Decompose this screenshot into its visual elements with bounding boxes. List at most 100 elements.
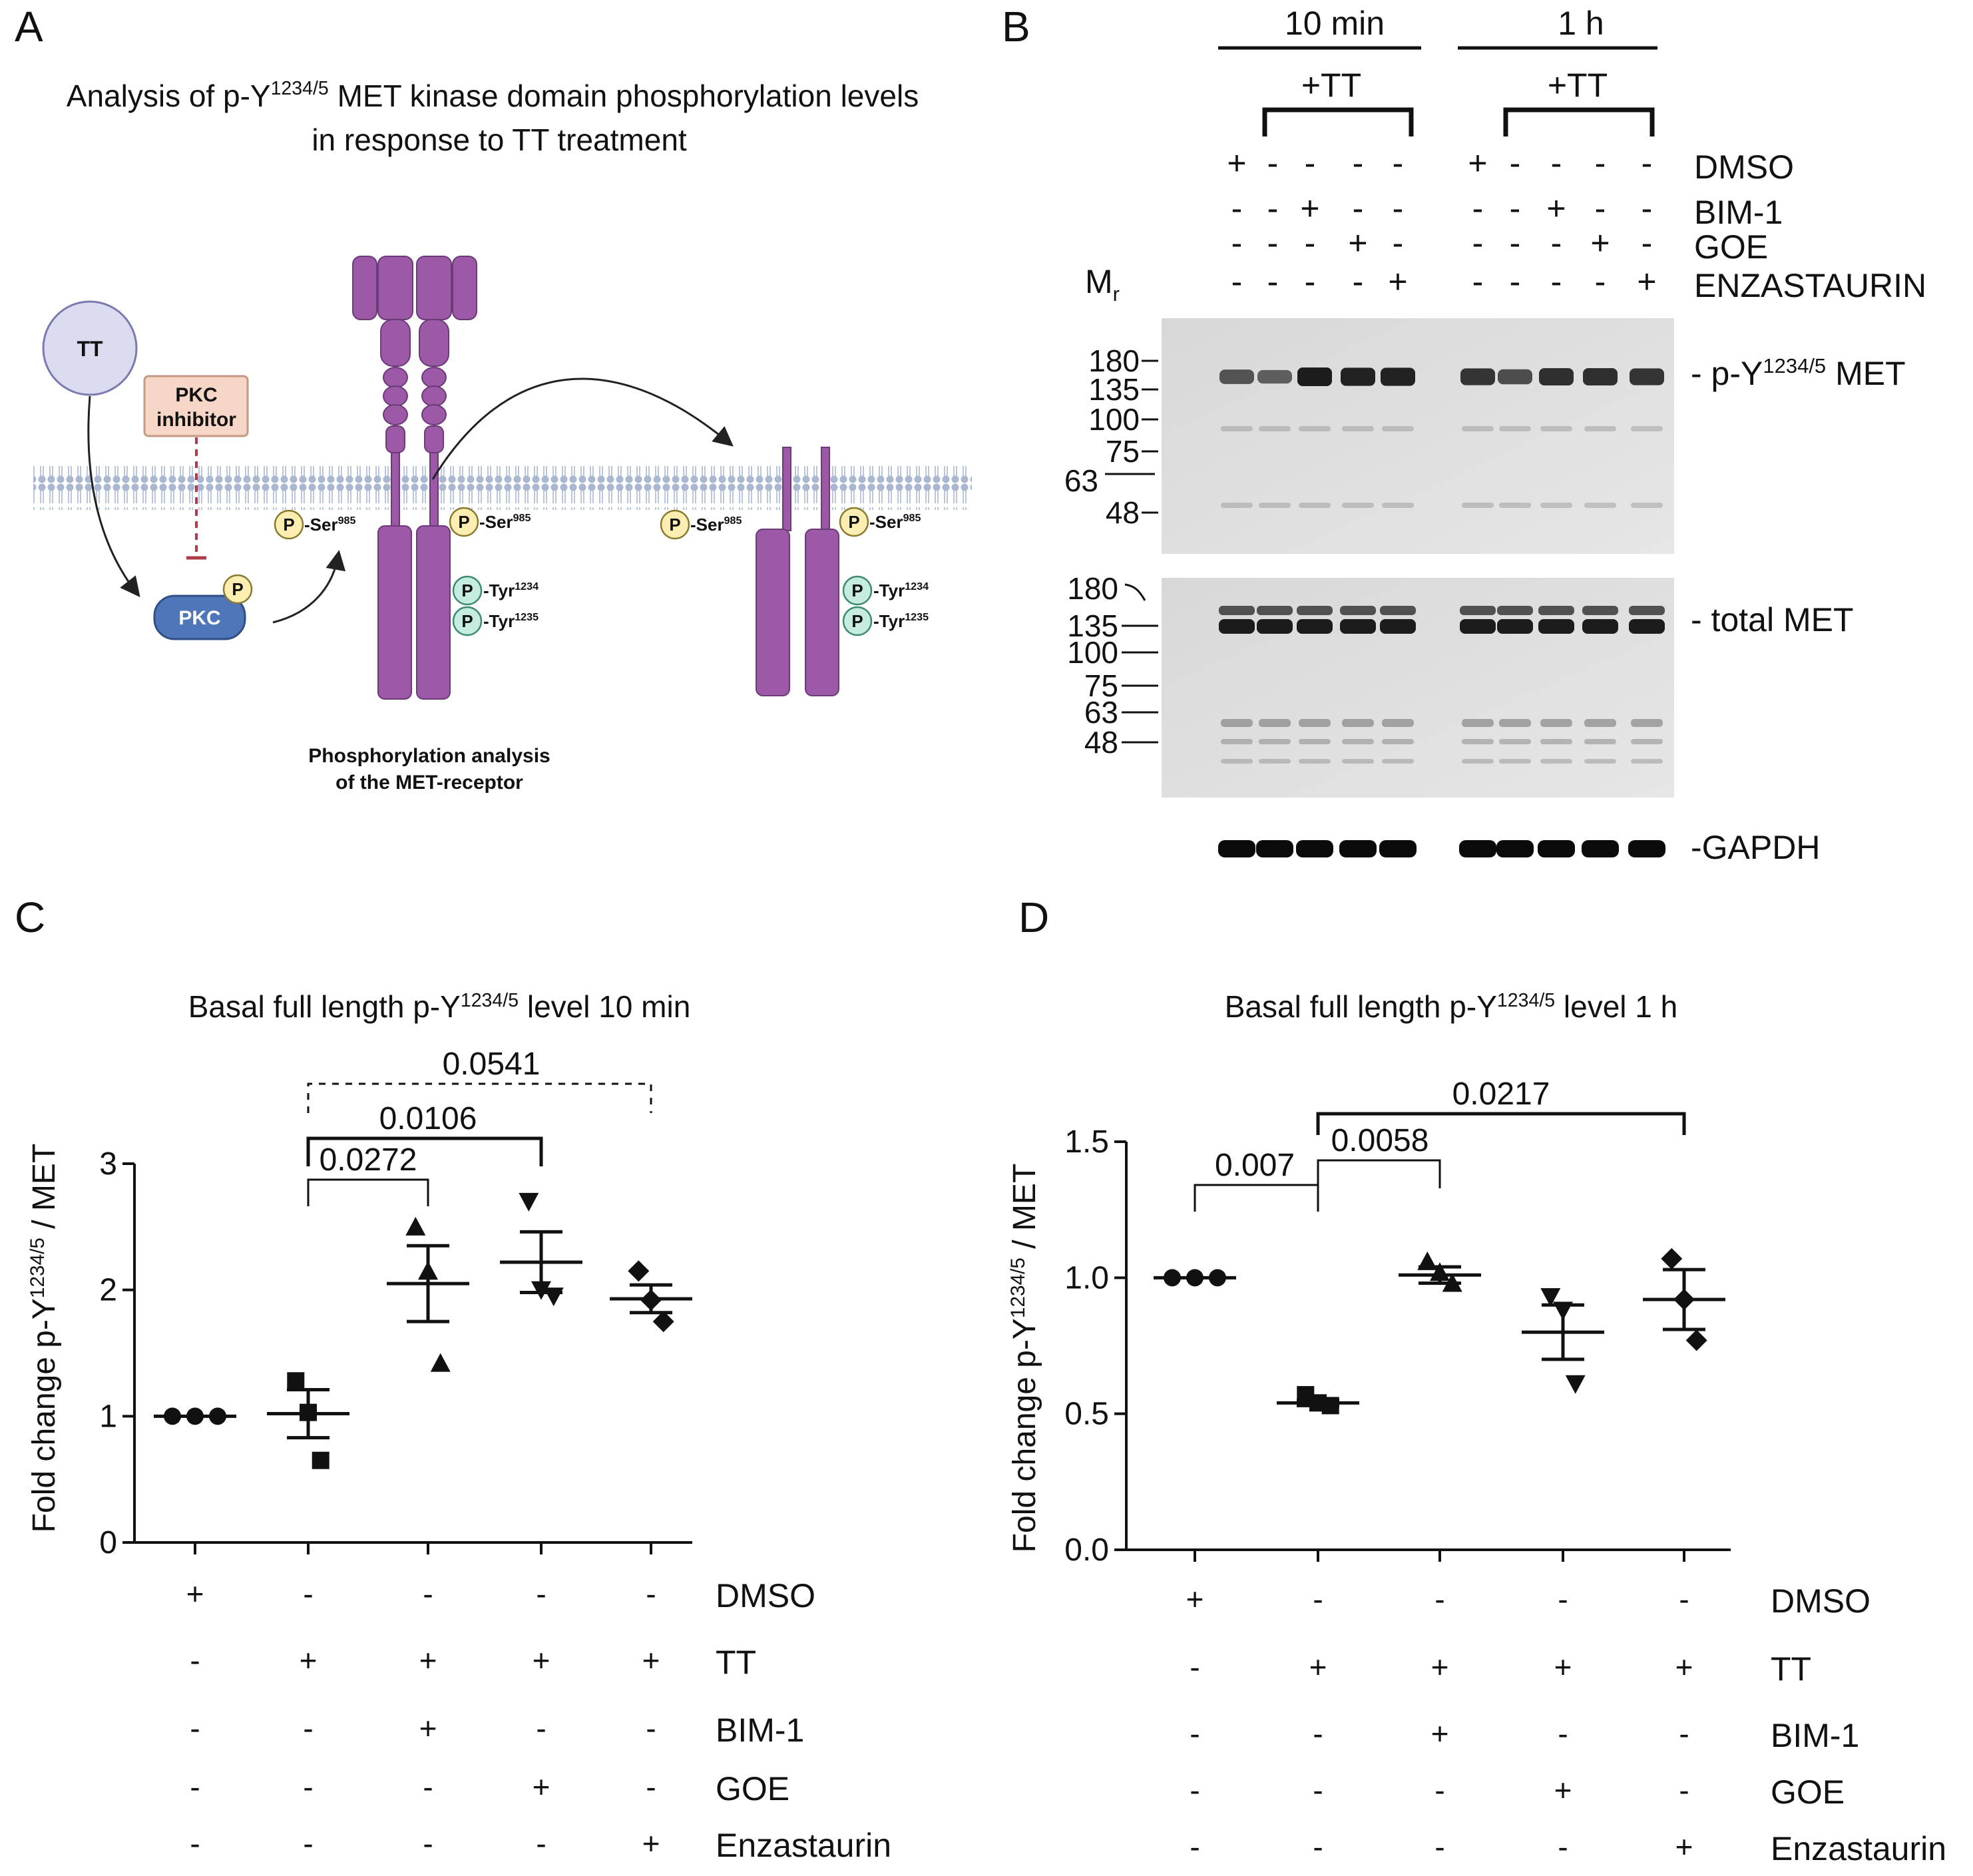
- band-gapdh: [1538, 840, 1575, 857]
- band-faint: [1540, 759, 1572, 764]
- panel-c: C Basal full length p-Y1234/5 level 10 m…: [15, 893, 891, 1864]
- band-pmet: [1219, 369, 1254, 384]
- band-faint: [1382, 426, 1414, 431]
- band-total-met: [1257, 619, 1293, 634]
- band-total-met: [1582, 619, 1618, 634]
- tyr1235-p: P: [461, 611, 473, 631]
- band-faint: [1584, 426, 1616, 431]
- data-point: [430, 1353, 451, 1372]
- band-faint: [1499, 503, 1531, 508]
- condition-sign: -: [1190, 1829, 1200, 1864]
- band-faint: [1221, 739, 1253, 744]
- condition-sign: +: [533, 1643, 550, 1678]
- treatment-sign: -: [1595, 190, 1606, 227]
- marker-100: 100: [1088, 402, 1140, 437]
- condition-sign: +: [642, 1643, 660, 1678]
- band-faint: [1221, 719, 1253, 727]
- condition-name-goe: GOE: [1771, 1773, 1845, 1811]
- ser985-p-cleaved-right: P: [848, 512, 859, 532]
- pkc-phospho-icon: [222, 574, 253, 604]
- marker-135: 135: [1067, 608, 1118, 643]
- mr-label: Mr: [1085, 263, 1120, 306]
- tyr1235-label: -Tyr1235: [483, 611, 539, 631]
- condition-sign: +: [533, 1769, 550, 1804]
- ser985-label-cleaved-right: -Ser985: [869, 512, 921, 532]
- treatment-sign: -: [1305, 144, 1316, 182]
- treatment-sign: -: [1510, 224, 1521, 262]
- treatment-sign: +: [1590, 224, 1610, 262]
- condition-sign: +: [300, 1643, 318, 1678]
- treatment-sign: -: [1353, 190, 1364, 227]
- y-tick-label: 1: [99, 1399, 117, 1434]
- band-gapdh: [1296, 840, 1333, 857]
- band-faint: [1584, 759, 1616, 764]
- tyr1235-p-cleaved: P: [851, 611, 863, 631]
- treatment-sign: -: [1305, 263, 1316, 300]
- data-point: [543, 1288, 564, 1307]
- band-total-upper: [1380, 606, 1416, 615]
- data-point: [287, 1372, 305, 1390]
- met-receptor-full: [352, 256, 477, 700]
- band-faint: [1342, 503, 1374, 508]
- condition-sign: -: [303, 1826, 313, 1861]
- data-point: [1661, 1248, 1683, 1270]
- band-faint: [1221, 426, 1253, 431]
- band-total-met: [1497, 619, 1533, 634]
- condition-sign: -: [1558, 1582, 1568, 1616]
- marker-100: 100: [1067, 635, 1118, 670]
- condition-sign: -: [536, 1711, 546, 1746]
- condition-sign: +: [1675, 1829, 1693, 1864]
- condition-sign: -: [1434, 1773, 1444, 1807]
- pkc-label: PKC: [178, 607, 220, 629]
- panel-d-ylabel: Fold change p-Y1234/5 / MET: [1007, 1164, 1042, 1553]
- significance-bracket: [306, 1136, 543, 1166]
- data-point: [628, 1260, 650, 1282]
- ser985-phospho-icon-cleaved-left: [660, 509, 690, 540]
- treatment-sign: -: [1642, 224, 1653, 262]
- condition-sign: -: [190, 1826, 200, 1861]
- treatment-sign: +: [1637, 263, 1656, 300]
- treatment-sign: -: [1551, 263, 1562, 300]
- condition-sign: +: [1554, 1650, 1572, 1684]
- panel-a-caption-line2: of the MET-receptor: [335, 772, 523, 794]
- condition-sign: -: [1679, 1773, 1689, 1807]
- condition-name-bim-1: BIM-1: [1771, 1717, 1859, 1754]
- data-point: [652, 1311, 674, 1333]
- condition-sign: +: [1186, 1582, 1204, 1616]
- band-faint: [1631, 719, 1663, 727]
- treatment-sign: -: [1510, 263, 1521, 300]
- band-faint: [1382, 739, 1414, 744]
- band-total-met: [1340, 619, 1376, 634]
- panel-d-title: Basal full length p-Y1234/5 level 1 h: [1225, 989, 1677, 1024]
- blot-total-met-bands: [1219, 606, 1665, 764]
- pkc-inhibitor-line2: inhibitor: [156, 409, 236, 431]
- band-faint: [1299, 719, 1331, 727]
- treatment-sign: +: [1300, 190, 1319, 227]
- band-gapdh: [1459, 840, 1496, 857]
- pkc-arrow: [272, 550, 346, 624]
- significance-bracket: [1317, 1159, 1441, 1198]
- condition-name-dmso: DMSO: [716, 1577, 815, 1614]
- marker-180-tick: [1124, 583, 1146, 601]
- band-faint: [1540, 503, 1572, 508]
- blot-gapdh: [1218, 840, 1665, 857]
- band-total-upper: [1297, 606, 1333, 615]
- band-faint: [1259, 503, 1291, 508]
- band-faint: [1584, 719, 1616, 727]
- treatment-sign: -: [1305, 224, 1316, 262]
- treatment-sign: -: [1510, 144, 1521, 182]
- treatment-sign: -: [1353, 144, 1364, 182]
- band-gapdh: [1379, 840, 1417, 857]
- band-faint: [1631, 759, 1663, 764]
- band-gapdh: [1339, 840, 1377, 857]
- tyr1234-label: -Tyr1234: [483, 581, 539, 600]
- condition-sign: -: [536, 1576, 546, 1611]
- band-total-met: [1538, 619, 1574, 634]
- treatment-name-enzastaurin: ENZASTAURIN: [1694, 267, 1926, 304]
- band-total-upper: [1582, 606, 1618, 615]
- condition-name-goe: GOE: [716, 1770, 789, 1807]
- cleavage-arrow: [431, 377, 734, 480]
- band-pmet: [1630, 368, 1664, 385]
- panel-a: A Analysis of p-Y1234/5 MET kinase domai…: [15, 3, 972, 794]
